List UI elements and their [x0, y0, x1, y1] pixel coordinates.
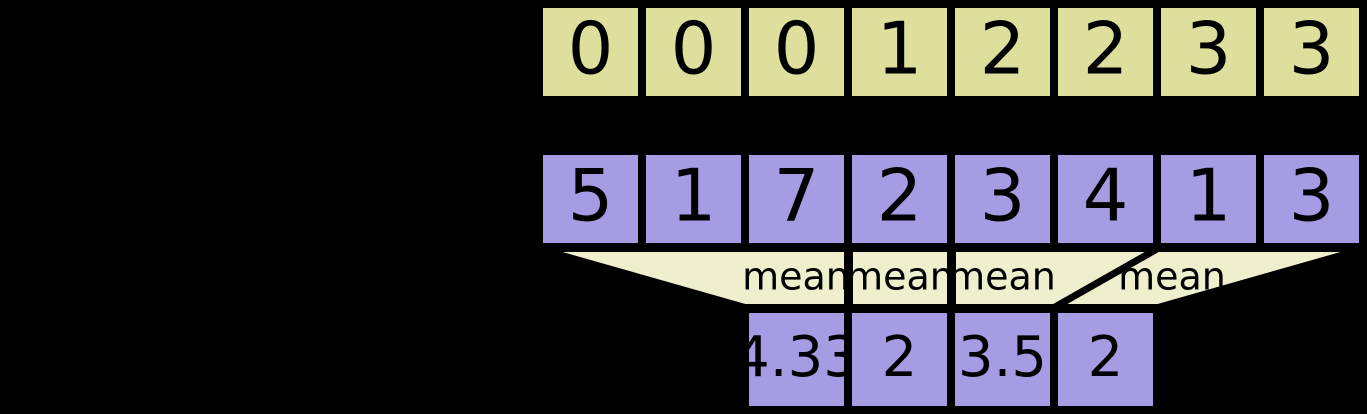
index-cell-0-label: 0	[568, 7, 614, 91]
value-cell-3-label: 2	[877, 154, 923, 238]
output-cell-0-label: 4.33	[734, 325, 859, 390]
value-cell-0: 5	[537, 149, 644, 249]
value-cell-6-label: 1	[1186, 154, 1232, 238]
mean-funnel-1-label: mean	[846, 255, 954, 299]
output-cell-3-box	[1052, 307, 1159, 412]
mean-funnel-0-label: mean	[742, 255, 850, 299]
output-value-row: 4.33 2 3.5 2	[734, 307, 1159, 412]
index-cell-0-box	[537, 2, 644, 102]
index-cell-0: 0	[537, 2, 644, 102]
value-cell-1: 1	[640, 149, 747, 249]
segment-index-row: 0 0 0 1 2 2 3	[537, 2, 1365, 102]
output-cell-3: 2	[1052, 307, 1159, 412]
value-cell-6: 1	[1155, 149, 1262, 249]
input-value-row: 5 1 7 2 3 4 1	[537, 149, 1365, 249]
value-cell-2: 7	[743, 149, 850, 249]
mean-funnel-3: mean	[1044, 246, 1363, 310]
index-cell-1-label: 0	[671, 7, 717, 91]
output-cell-0: 4.33	[734, 307, 859, 412]
index-cell-1: 0	[640, 2, 747, 102]
index-cell-4-label: 2	[980, 7, 1026, 91]
mean-funnel-3-label: mean	[1118, 255, 1226, 299]
index-cell-6-label: 3	[1186, 7, 1232, 91]
index-cell-2: 0	[743, 2, 850, 102]
output-cell-1-label: 2	[882, 325, 918, 390]
output-cell-0-box	[743, 307, 850, 412]
value-cell-2-label: 7	[774, 154, 820, 238]
value-cell-1-label: 1	[671, 154, 717, 238]
value-cell-5-label: 4	[1083, 154, 1129, 238]
mean-operation-row: mean mean mean mean	[540, 246, 1363, 310]
mean-funnel-2-label: mean	[948, 255, 1056, 299]
value-cell-0-label: 5	[568, 154, 614, 238]
index-cell-5-label: 2	[1083, 7, 1129, 91]
value-cell-5: 4	[1052, 149, 1159, 249]
output-cell-1: 2	[846, 307, 953, 412]
index-cell-3-label: 1	[877, 7, 923, 91]
value-cell-4: 3	[949, 149, 1056, 249]
index-cell-6: 3	[1155, 2, 1262, 102]
index-cell-7: 3	[1258, 2, 1365, 102]
value-cell-1-box	[640, 149, 747, 249]
index-cell-7-box	[1258, 2, 1365, 102]
index-cell-1-box	[640, 2, 747, 102]
output-cell-1-box	[846, 307, 953, 412]
index-cell-5: 2	[1052, 2, 1159, 102]
mean-funnel-0: mean	[540, 246, 850, 310]
index-cell-7-label: 3	[1289, 7, 1335, 91]
value-cell-7: 3	[1258, 149, 1365, 249]
output-cell-2-box	[949, 307, 1056, 412]
mean-funnel-2: mean	[948, 246, 1168, 310]
mean-funnel-1: mean	[846, 246, 954, 310]
value-cell-4-label: 3	[980, 154, 1026, 238]
value-cell-7-label: 3	[1289, 154, 1335, 238]
value-cell-7-box	[1258, 149, 1365, 249]
output-cell-2-label: 3.5	[958, 325, 1047, 390]
index-cell-2-box	[743, 2, 850, 102]
index-cell-3: 1	[846, 2, 953, 102]
output-cell-2: 3.5	[949, 307, 1056, 412]
index-cell-2-label: 0	[774, 7, 820, 91]
index-cell-4-box	[949, 2, 1056, 102]
index-cell-4: 2	[949, 2, 1056, 102]
output-cell-3-label: 2	[1088, 325, 1124, 390]
value-cell-3: 2	[846, 149, 953, 249]
